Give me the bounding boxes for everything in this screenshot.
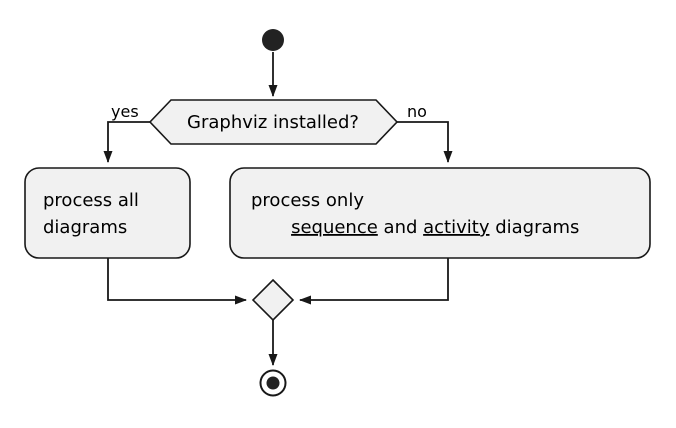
left-activity-line2: diagrams bbox=[43, 217, 127, 238]
start-node bbox=[262, 29, 284, 51]
underlined-word-sequence: sequence bbox=[291, 217, 378, 238]
left-activity-line1: process all bbox=[43, 190, 139, 211]
arrow-decision-to-left-box bbox=[103, 121, 150, 163]
yes-branch-label: yes bbox=[111, 102, 139, 121]
no-branch-label: no bbox=[407, 102, 427, 121]
plain-word-diagrams: diagrams bbox=[489, 217, 579, 238]
right-activity-box bbox=[229, 167, 651, 259]
decision-label: Graphviz installed? bbox=[187, 112, 359, 133]
arrow-decision-to-right-box bbox=[397, 121, 453, 163]
arrow-left-box-to-merge bbox=[107, 258, 247, 305]
right-activity-line2: sequence and activity diagrams bbox=[251, 217, 608, 238]
end-node-inner-dot bbox=[266, 376, 280, 390]
plain-word-and: and bbox=[378, 217, 423, 238]
merge-node bbox=[251, 278, 295, 322]
left-activity-box bbox=[24, 167, 191, 259]
arrow-right-box-to-merge bbox=[299, 258, 449, 305]
underlined-word-activity: activity bbox=[423, 217, 490, 238]
right-activity-line1: process only bbox=[251, 190, 364, 211]
